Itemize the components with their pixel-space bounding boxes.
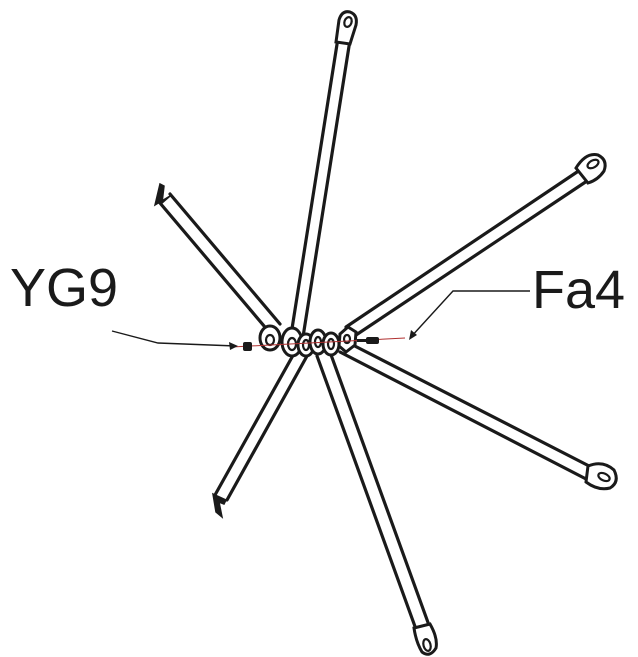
- label-yg9: YG9: [10, 258, 118, 318]
- rod-top: [289, 10, 358, 339]
- rod-lower-left: [212, 348, 309, 519]
- rod-upper-left: [153, 182, 282, 335]
- nut-yg9: [243, 342, 252, 351]
- rod-bottom: [315, 350, 438, 656]
- bolt-fa4: [357, 337, 379, 344]
- label-fa4: Fa4: [532, 260, 625, 320]
- rod-upper-right: [344, 153, 607, 339]
- leader-fa4: [409, 290, 530, 340]
- leader-yg9: [111, 330, 238, 350]
- rod-lower-right: [338, 339, 618, 491]
- central-hub: [258, 324, 358, 358]
